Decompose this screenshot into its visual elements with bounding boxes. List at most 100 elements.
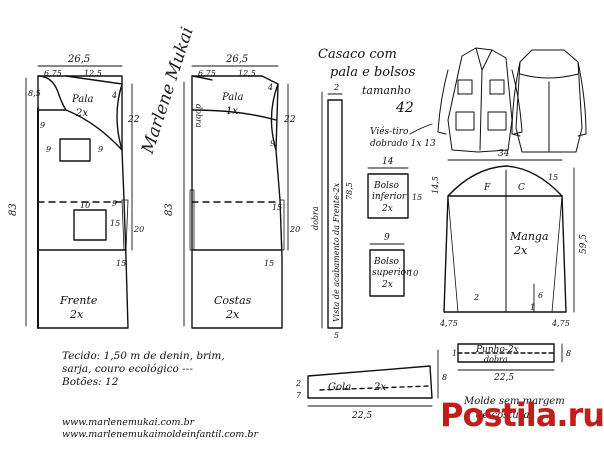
back-dim-d: 15 — [264, 259, 274, 268]
front-qty: 2x — [69, 308, 84, 321]
front-dim-e: 20 — [133, 225, 144, 234]
sleeve-dim-c: 1 — [530, 303, 535, 312]
front-armhole-curve — [116, 83, 123, 151]
pocket-upper-width: 9 — [384, 233, 390, 243]
cuff-width: 1 — [452, 349, 457, 358]
pocket-upper-label-1: Bolso — [373, 257, 400, 267]
sleeve-piece — [443, 159, 575, 313]
back-top-depth: 4 — [267, 83, 273, 92]
front-chest-pocket-mark — [59, 138, 91, 162]
sleeve-cap-left: 14,5 — [431, 176, 440, 194]
pocket-lower-label-1: Bolso — [373, 181, 400, 191]
cuff-label: Punho-2x — [475, 345, 519, 355]
website-link[interactable]: www.marlenemukai.com.br — [62, 417, 195, 428]
facing-top: 2 — [333, 83, 339, 92]
buttons-line: Botões: 12 — [62, 376, 119, 388]
front-dim-a: 9 — [46, 145, 51, 154]
front-dim-f: 9 — [112, 199, 117, 208]
website-list: www.marlenemukai.com.br www.marlenemukai… — [62, 417, 322, 441]
front-piece — [25, 65, 133, 329]
collar-piece — [307, 349, 439, 407]
jacket-back-sketch — [511, 49, 587, 153]
front-shoulder — [65, 75, 123, 85]
cuff-fold: dobra — [484, 355, 508, 364]
pocket-upper-label-2: superior — [372, 268, 411, 278]
website-link[interactable]: www.marlenemukaimoldeinfantil.com.br — [62, 429, 259, 440]
sleeve-length: 59,5 — [579, 234, 589, 254]
sleeve-hatch-right — [551, 195, 567, 313]
front-top-width: 26,5 — [67, 54, 90, 65]
front-side-upper: 22 — [127, 115, 140, 125]
front-neck-drop: 9 — [40, 121, 45, 130]
collar-qty: 2x — [373, 382, 386, 393]
front-yoke-line — [65, 109, 123, 151]
sleeve-front-mark: F — [483, 183, 491, 193]
facing-bottom: 5 — [334, 331, 339, 340]
front-top-depth: 8,5 — [28, 89, 41, 98]
sleeve-label: Manga — [509, 230, 549, 243]
back-shoulder-width: 12,5 — [238, 69, 256, 78]
back-height: 83 — [164, 203, 175, 216]
front-shoulder-width: 12,5 — [84, 69, 102, 78]
bias-line-2: dobrado 1x 13 — [370, 139, 436, 149]
back-dim-a: 9 — [270, 139, 275, 148]
pocket-lower-label-2: inferior — [372, 192, 407, 202]
fabric-line: Tecido: 1,50 m de denin, brim, — [62, 350, 225, 362]
collar-label: Gola — [328, 382, 351, 393]
sleeve-dim-a: 2 — [473, 293, 479, 302]
front-dim-d: 15 — [110, 219, 120, 228]
cuff-piece — [457, 343, 563, 371]
pocket-upper-label-3: 2x — [381, 280, 393, 290]
collar-outline — [307, 365, 433, 399]
title-line-2: pala e bolsos — [330, 65, 416, 80]
front-dim-b: 9 — [98, 145, 103, 154]
note-line-2: de costura — [476, 410, 529, 421]
collar-height2: 7 — [296, 391, 302, 400]
front-neck-width: 6,75 — [44, 69, 62, 78]
sleeve-width: 34 — [498, 149, 510, 159]
sleeve-hem-right: 4,75 — [551, 319, 570, 328]
collar-height3: 8 — [442, 373, 447, 382]
front-outline — [37, 75, 129, 329]
sleeve-back-mark: C — [518, 183, 525, 193]
back-neck-width: 6,75 — [198, 69, 216, 78]
back-label: Costas — [214, 294, 252, 307]
back-piece — [183, 65, 289, 329]
front-yoke-depth: 4 — [111, 91, 117, 100]
collar-fold-line — [319, 385, 431, 391]
bias-pointer — [409, 123, 433, 135]
back-fold: dobra — [194, 104, 203, 128]
front-neckline — [37, 75, 67, 111]
back-side-hatch-right — [279, 199, 285, 251]
collar-height: 2 — [295, 379, 301, 388]
watermark: Postila.ru — [440, 396, 604, 434]
back-neckline — [191, 75, 213, 81]
front-label: Frente — [59, 294, 98, 307]
back-qty: 2x — [225, 308, 240, 321]
facing-outline — [327, 99, 343, 329]
sleeve-cap-side: 15 — [548, 173, 558, 182]
sleeve-hatch-left — [443, 195, 459, 313]
sleeve-dim-b: 6 — [538, 291, 543, 300]
facing-fold: dobra — [311, 206, 320, 230]
back-armhole-curve — [270, 83, 279, 151]
collar-length: 22,5 — [351, 411, 372, 421]
pocket-lower-width: 14 — [382, 157, 394, 167]
back-side-hatch — [189, 189, 195, 251]
title-line-3: tamanho — [362, 84, 411, 97]
facing-text: Vista de acabamento da Frente-2x — [332, 182, 341, 322]
sleeve-hem-left: 4,75 — [439, 319, 458, 328]
sleeve-outline — [443, 165, 567, 313]
jacket-front-sketch — [437, 47, 523, 153]
front-height: 83 — [8, 203, 19, 216]
bias-line-1: Viés-tiro — [370, 126, 409, 137]
back-dim-b: 15 — [272, 203, 282, 212]
fabric-info: Tecido: 1,50 m de denin, brim, sarja, co… — [62, 350, 292, 389]
pocket-lower-height: 15 — [412, 193, 422, 202]
note-line-1: Molde sem margem — [463, 396, 565, 407]
back-yoke-qty: 1x — [226, 106, 238, 117]
front-side-hatch — [121, 199, 129, 251]
title-line-4: 42 — [395, 100, 414, 116]
